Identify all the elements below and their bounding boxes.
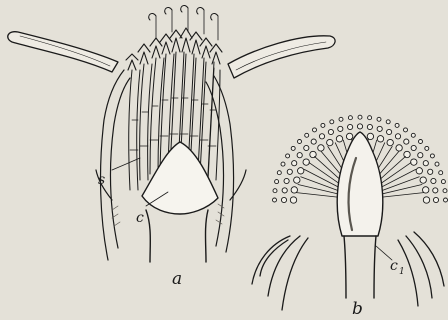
floret-b: [303, 159, 309, 165]
label-c1: c: [390, 258, 398, 274]
floret-b: [273, 189, 277, 193]
floret-b: [418, 153, 423, 158]
floret-b: [311, 139, 316, 144]
floret-b: [387, 139, 393, 145]
floret-b: [336, 136, 342, 142]
floret-b: [291, 187, 297, 193]
floret-b: [439, 171, 443, 175]
caption-a: a: [172, 269, 182, 289]
floret-b: [420, 177, 426, 183]
floret-b: [441, 180, 445, 184]
floret-b: [348, 124, 353, 129]
floret-b: [287, 169, 292, 174]
floret-b: [284, 178, 289, 183]
floret-b: [431, 178, 436, 183]
floret-b: [444, 198, 448, 202]
floret-b: [387, 129, 392, 134]
floret-b: [292, 161, 297, 166]
floret-b: [305, 133, 309, 137]
floret-b: [348, 116, 352, 120]
floret-b: [423, 197, 429, 203]
floret-b: [411, 133, 415, 137]
floret-b: [294, 177, 300, 183]
label-c1-subscript: 1: [399, 267, 405, 277]
floret-b: [273, 198, 277, 202]
floret-b: [358, 115, 362, 119]
floret-b: [425, 146, 429, 150]
floret-b: [386, 120, 390, 124]
floret-b: [377, 126, 382, 131]
floret-b: [275, 180, 279, 184]
floret-b: [298, 140, 302, 144]
floret-b: [291, 146, 295, 150]
label-s: s: [98, 172, 105, 188]
floret-b: [423, 187, 429, 193]
floret-b: [435, 162, 439, 166]
floret-b: [319, 134, 324, 139]
floret-b: [328, 129, 333, 134]
floret-b: [430, 154, 434, 158]
floret-b: [443, 189, 447, 193]
floret-b: [277, 171, 281, 175]
floret-b: [297, 153, 302, 158]
floret-b: [282, 188, 287, 193]
floret-b: [419, 140, 423, 144]
floret-b: [416, 168, 422, 174]
floret-b: [281, 162, 285, 166]
caption-b: b: [352, 299, 363, 319]
floret-b: [395, 134, 400, 139]
floret-b: [377, 136, 383, 142]
floret-b: [321, 123, 325, 127]
floret-b: [338, 126, 343, 131]
floret-b: [298, 168, 304, 174]
floret-b: [318, 145, 324, 151]
floret-b: [377, 117, 381, 121]
label-c: c: [136, 210, 144, 226]
floret-b: [411, 145, 416, 150]
floret-b: [404, 128, 408, 132]
floret-b: [396, 145, 402, 151]
floret-b: [286, 154, 290, 158]
floret-b: [290, 197, 296, 203]
floret-b: [367, 124, 372, 129]
floret-b: [330, 120, 334, 124]
floret-b: [411, 159, 417, 165]
floret-b: [368, 116, 372, 120]
floret-b: [327, 139, 333, 145]
floret-b: [357, 124, 362, 129]
floret-b: [404, 139, 409, 144]
floret-b: [339, 117, 343, 121]
floret-b: [313, 128, 317, 132]
floret-b: [423, 161, 428, 166]
floret-b: [304, 145, 309, 150]
floret-b: [433, 188, 438, 193]
floret-b: [281, 197, 286, 202]
floret-b: [395, 123, 399, 127]
floret-b: [428, 169, 433, 174]
floret-b: [433, 197, 438, 202]
